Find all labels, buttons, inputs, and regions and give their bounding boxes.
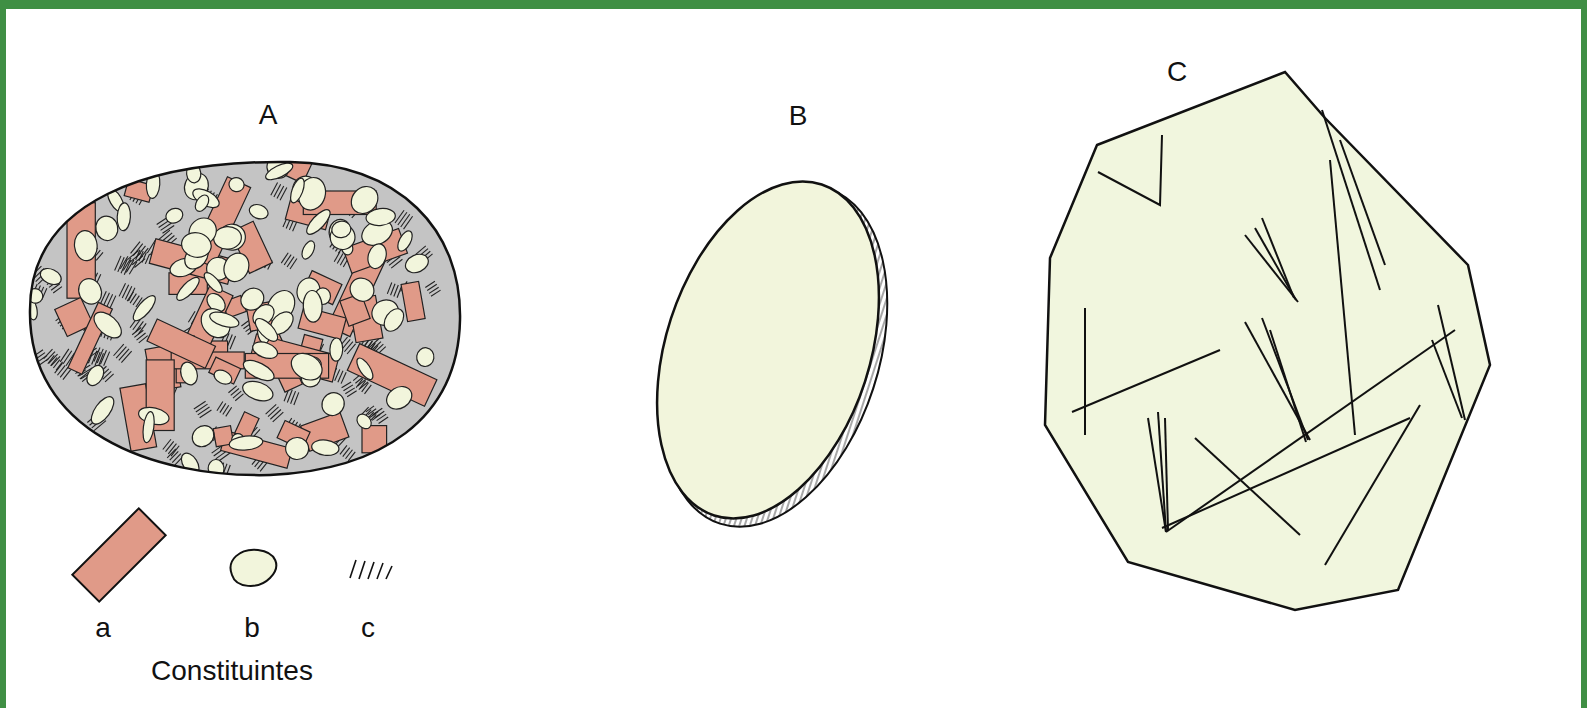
- legend-letter: b: [244, 612, 260, 644]
- rounded-grain: [25, 286, 45, 306]
- rock-section: [30, 162, 460, 475]
- rounded-grain: [365, 242, 389, 271]
- rounded-grain: [380, 305, 408, 335]
- rounded-grain: [287, 348, 327, 385]
- rock-outline: [30, 162, 460, 475]
- hatch-mark: [266, 404, 284, 421]
- hatch-mark: [340, 445, 355, 460]
- rounded-grain: [299, 239, 317, 261]
- crystal-c: [1045, 72, 1490, 610]
- hatch-mark: [194, 401, 212, 418]
- rounded-grain: [178, 360, 200, 387]
- rounded-grain: [382, 382, 416, 414]
- hatch-mark: [271, 183, 287, 201]
- rounded-grain: [93, 214, 120, 243]
- rounded-grain: [75, 275, 106, 308]
- rounded-grain: [329, 338, 343, 362]
- rounded-grain: [240, 356, 277, 384]
- hatch-mark: [115, 256, 131, 275]
- rounded-grain: [415, 347, 435, 368]
- hatch-mark: [425, 281, 440, 296]
- rounded-grain: [192, 193, 211, 214]
- frame-side: [0, 0, 6, 708]
- rounded-grain: [288, 176, 307, 204]
- figure-letter: B: [789, 100, 808, 132]
- needle-inclusions: [1072, 110, 1465, 565]
- rounded-grain: [227, 176, 245, 193]
- hatch-mark: [342, 382, 357, 397]
- rounded-grain: [303, 206, 334, 238]
- rounded-grain: [179, 230, 213, 260]
- hatch-mark: [217, 401, 232, 416]
- rounded-grain: [395, 229, 415, 254]
- rounded-grain: [213, 226, 242, 250]
- rounded-grain: [403, 251, 432, 276]
- rounded-grain: [89, 307, 126, 343]
- legend-title: Constituintes: [151, 655, 313, 687]
- rounded-grain: [208, 309, 241, 330]
- rounded-grain: [164, 206, 186, 226]
- rounded-grain: [240, 378, 275, 405]
- rounded-grain: [208, 459, 225, 478]
- rounded-grain: [247, 202, 270, 221]
- hatch-mark: [131, 242, 149, 260]
- rounded-grain: [38, 265, 64, 287]
- rounded-grain: [83, 362, 107, 388]
- rounded-grain: [141, 411, 156, 444]
- hatch-mark: [228, 386, 243, 401]
- rounded-grain: [130, 292, 159, 323]
- rounded-grain: [252, 315, 281, 345]
- rock-constituents: [24, 152, 440, 478]
- hatch-mark: [387, 282, 401, 297]
- rounded-grain: [87, 393, 118, 428]
- rounded-grain: [229, 434, 264, 451]
- frame-bar: [0, 0, 1587, 9]
- rounded-grain: [354, 356, 376, 382]
- rounded-grain: [311, 438, 340, 456]
- rounded-grain: [178, 450, 203, 478]
- rounded-grain: [302, 290, 322, 323]
- rounded-grain: [250, 339, 279, 362]
- rounded-grain: [345, 273, 378, 306]
- figure-letter: A: [259, 99, 278, 131]
- hatch-mark: [395, 210, 413, 229]
- crystal-lath: [401, 281, 425, 321]
- hatch-mark: [281, 253, 297, 269]
- rounded-grain: [346, 181, 384, 219]
- hatch-mark: [119, 283, 135, 301]
- rounded-grain: [285, 437, 309, 460]
- rounded-grain: [145, 169, 160, 198]
- grain-b: [615, 153, 928, 556]
- rounded-grain: [212, 367, 234, 386]
- frame-side: [1581, 0, 1587, 708]
- rounded-grain: [174, 274, 203, 303]
- hatch-mark: [48, 355, 63, 370]
- rounded-grain: [330, 220, 352, 240]
- rounded-grain: [201, 270, 225, 295]
- rounded-grain: [73, 229, 99, 261]
- rounded-grain: [188, 421, 218, 451]
- legend-sample: [72, 508, 165, 601]
- hatch-mark: [163, 439, 179, 456]
- hatch-mark: [132, 327, 148, 342]
- figure-letter: C: [1167, 56, 1187, 88]
- legend-letter: a: [95, 612, 111, 644]
- rounded-grain: [219, 249, 253, 285]
- legend-sample: [350, 560, 392, 579]
- rounded-grain: [116, 203, 131, 231]
- legend-sample: [231, 550, 277, 586]
- rounded-grain: [237, 284, 269, 315]
- legend-letter: c: [361, 612, 375, 644]
- rounded-grain: [354, 411, 374, 431]
- rounded-grain: [318, 388, 349, 420]
- hatch-mark: [114, 344, 132, 363]
